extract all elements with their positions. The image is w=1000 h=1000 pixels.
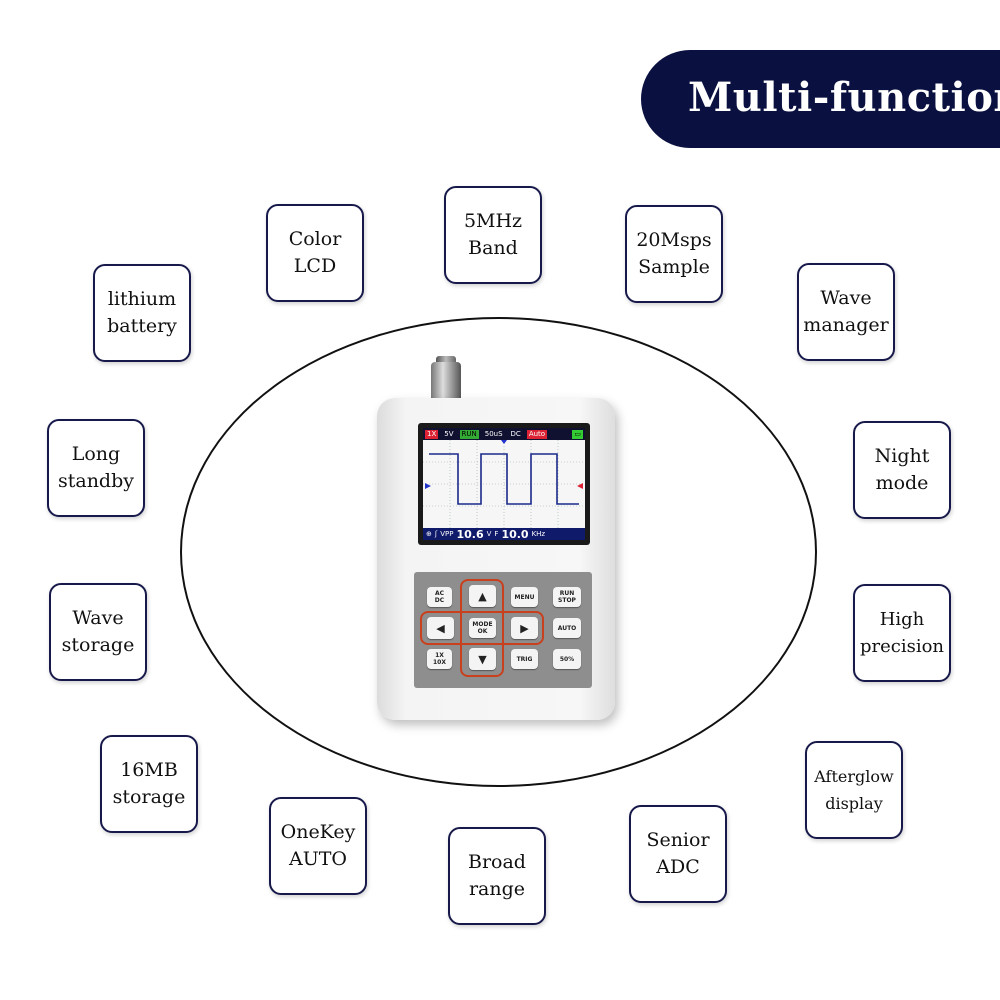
feature-5mhz-band: 5MHz Band	[444, 186, 542, 284]
trig-button[interactable]: TRIG	[511, 649, 538, 669]
feature-20msps-sample: 20Msps Sample	[625, 205, 723, 303]
fifty-percent-button[interactable]: 50%	[553, 649, 581, 669]
trigger-mode-badge: Auto	[526, 429, 548, 439]
feature-wave-manager: Wave manager	[797, 263, 895, 361]
screen-status-bar: 1X 5V RUN 50uS DC Auto ▭	[423, 428, 585, 440]
feature-long-standby: Long standby	[47, 419, 145, 517]
menu-button[interactable]: MENU	[511, 587, 538, 607]
feature-senior-adc: Senior ADC	[629, 805, 727, 903]
ground-marker-icon	[425, 483, 431, 489]
grid	[423, 440, 585, 528]
bnc-connector	[431, 362, 461, 404]
measurement-bar: ⊕ ʃ VPP 10.6 V F 10.0 KHz	[423, 528, 585, 540]
right-button[interactable]: ▶	[511, 617, 538, 639]
battery-icon: ▭	[572, 429, 583, 439]
feature-lithium-battery: lithium battery	[93, 264, 191, 362]
dpad-outline-vertical	[460, 579, 504, 677]
vpp-value: 10.6	[456, 527, 484, 541]
feature-16mb-storage: 16MB storage	[100, 735, 198, 833]
freq-value: 10.0	[501, 527, 529, 541]
mode-ok-button[interactable]: MODE OK	[469, 618, 496, 638]
vpp-unit: V	[486, 530, 492, 538]
settings-icon: ⊕	[426, 530, 432, 538]
time-div: 50uS	[484, 429, 503, 438]
device-ellipse-outline	[180, 317, 817, 787]
title-banner	[641, 50, 1000, 148]
feature-onekey-auto: OneKey AUTO	[269, 797, 367, 895]
feature-afterglow-display: Afterglow display	[805, 741, 903, 839]
feature-broad-range: Broad range	[448, 827, 546, 925]
down-button[interactable]: ▼	[469, 648, 496, 670]
dpad-outline-horizontal	[420, 611, 544, 645]
left-button[interactable]: ◀	[427, 617, 454, 639]
freq-unit: KHz	[531, 530, 546, 538]
feature-night-mode: Night mode	[853, 421, 951, 519]
volts-div: 5V	[444, 429, 454, 438]
trigger-position-marker-icon	[501, 440, 507, 444]
feature-high-precision: High precision	[853, 584, 951, 682]
freq-label: F	[494, 530, 499, 538]
run-stop-button[interactable]: RUN STOP	[553, 587, 581, 607]
probe-1x-10x-button[interactable]: 1X 10X	[427, 649, 452, 669]
square-wave-trace	[429, 453, 579, 505]
auto-button[interactable]: AUTO	[553, 618, 581, 638]
waveform-display	[423, 440, 585, 528]
trigger-edge-icon: ʃ	[434, 530, 438, 538]
page-title: Multi-function	[688, 74, 1000, 121]
vpp-label: VPP	[440, 530, 454, 538]
bnc-connector-cap	[436, 356, 456, 366]
oscilloscope-screen: 1X 5V RUN 50uS DC Auto ▭ ⊕ ʃ VPP 10.6 V …	[423, 428, 585, 540]
feature-color-lcd: Color LCD	[266, 204, 364, 302]
coupling: DC	[510, 429, 521, 438]
feature-wave-storage: Wave storage	[49, 583, 147, 681]
run-state-badge: RUN	[459, 429, 479, 439]
trigger-level-marker-icon	[577, 483, 583, 489]
up-button[interactable]: ▲	[469, 585, 496, 607]
acdc-button[interactable]: AC DC	[427, 587, 452, 607]
channel-badge: 1X	[425, 429, 439, 439]
